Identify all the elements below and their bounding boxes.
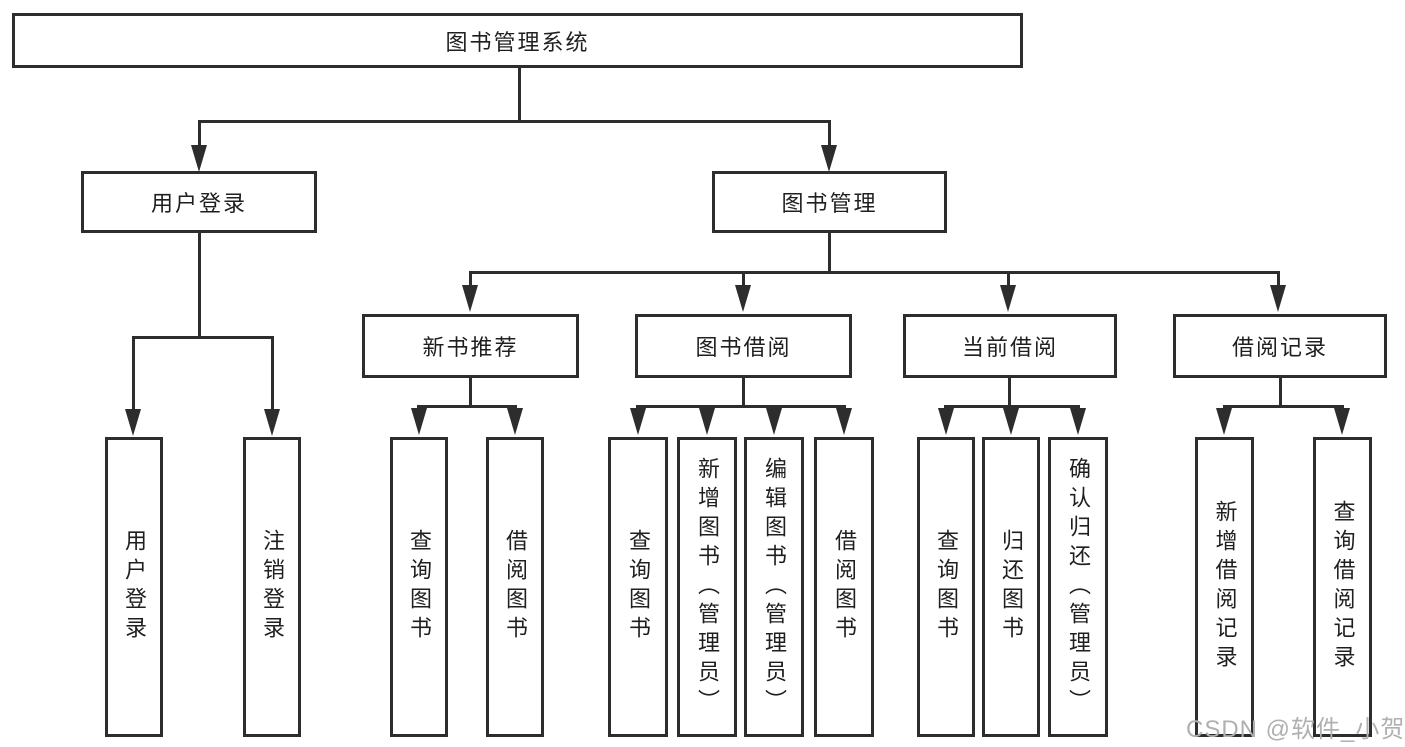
connector-stem-borrow-records (1277, 271, 1280, 285)
leaf-return-book: 归还图书 (982, 437, 1040, 737)
arrow-down-icon (1270, 285, 1286, 312)
node-label: 图书借阅 (695, 335, 792, 360)
leaf-query-books-borrow: 查询图书 (608, 437, 668, 737)
connector-borrow-records-stub (1279, 378, 1282, 407)
connector-current-borrow-hline (944, 405, 1080, 408)
arrow-down-icon (191, 145, 207, 172)
node-new-book-recommend: 新书推荐 (362, 314, 579, 378)
arrow-down-icon (462, 285, 478, 312)
leaf-confirm-return-admin: 确认归还（管理员） (1048, 437, 1108, 737)
arrow-down-icon (411, 408, 427, 435)
leaf-borrow-books-recommend: 借阅图书 (486, 437, 544, 737)
node-label: 借阅图书 (503, 529, 528, 645)
node-label: 图书管理 (781, 191, 878, 216)
arrow-down-icon (630, 408, 646, 435)
arrow-down-icon (125, 409, 141, 436)
connector-book-borrow-stub (742, 378, 745, 407)
node-label: 新增借阅记录 (1212, 500, 1238, 674)
arrow-down-icon (821, 145, 837, 172)
arrow-down-icon (766, 408, 782, 435)
connector-borrow-records-hline (1223, 405, 1344, 408)
node-label: 借阅记录 (1231, 335, 1328, 360)
arrow-down-icon (699, 408, 715, 435)
node-book-borrow: 图书借阅 (635, 314, 852, 378)
leaf-add-borrow-record: 新增借阅记录 (1195, 437, 1254, 737)
node-label: 新增图书（管理员） (695, 456, 720, 718)
leaf-query-books-current: 查询图书 (917, 437, 975, 737)
leaf-user-login: 用户登录 (105, 437, 163, 737)
node-label: 确认归还（管理员） (1066, 456, 1091, 718)
node-book-management: 图书管理 (712, 171, 947, 233)
connector-user-login-vline (198, 233, 201, 339)
leaf-add-book-admin: 新增图书（管理员） (677, 437, 737, 737)
connector-root-vline (518, 68, 521, 120)
arrow-down-icon (1000, 285, 1016, 312)
connector-new-book-stub (469, 378, 472, 407)
arrow-down-icon (1216, 408, 1232, 435)
node-label: 图书管理系统 (445, 29, 590, 55)
leaf-edit-book-admin: 编辑图书（管理员） (744, 437, 804, 737)
node-label: 查询借阅记录 (1330, 500, 1356, 674)
node-label: 注销登录 (260, 529, 285, 645)
connector-stem-leaf-logout (271, 336, 274, 410)
arrow-down-icon (938, 408, 954, 435)
connector-book-management-hline (469, 271, 1280, 274)
connector-stem-book-management (828, 120, 831, 147)
arrow-down-icon (1003, 408, 1019, 435)
node-label: 查询图书 (407, 529, 432, 645)
connector-root-hline (198, 120, 831, 123)
leaf-logout: 注销登录 (243, 437, 301, 737)
node-label: 新书推荐 (422, 335, 519, 360)
leaf-query-books-recommend: 查询图书 (390, 437, 448, 737)
connector-stem-new-book-recommend (469, 271, 472, 285)
arrow-down-icon (507, 408, 523, 435)
node-borrow-records: 借阅记录 (1173, 314, 1387, 378)
connector-stem-user-login (198, 120, 201, 147)
node-current-borrow: 当前借阅 (903, 314, 1117, 378)
arrow-down-icon (1070, 408, 1086, 435)
node-label: 编辑图书（管理员） (762, 456, 787, 718)
arrow-down-icon (1334, 408, 1350, 435)
connector-stem-leaf-user-login (132, 336, 135, 410)
node-label: 查询图书 (934, 529, 959, 645)
arrow-down-icon (735, 285, 751, 312)
node-label: 借阅图书 (832, 529, 857, 645)
arrow-down-icon (264, 409, 280, 436)
node-system-root: 图书管理系统 (12, 13, 1023, 68)
node-user-login: 用户登录 (81, 171, 317, 233)
connector-stem-book-borrow (742, 271, 745, 285)
node-label: 当前借阅 (961, 335, 1058, 360)
connector-current-borrow-stub (1008, 378, 1011, 407)
arrow-down-icon (836, 408, 852, 435)
node-label: 用户登录 (150, 191, 247, 216)
node-label: 归还图书 (999, 529, 1024, 645)
connector-book-management-vline (828, 233, 831, 274)
node-label: 用户登录 (122, 529, 147, 645)
watermark: CSDN @软件_小贺同学 (1186, 716, 1405, 743)
connector-new-book-hline (417, 405, 517, 408)
connector-book-borrow-hline (636, 405, 846, 408)
leaf-query-borrow-record: 查询借阅记录 (1313, 437, 1372, 737)
node-label: 查询图书 (626, 529, 651, 645)
connector-user-login-hline (132, 336, 274, 339)
leaf-borrow-books-2: 借阅图书 (814, 437, 874, 737)
connector-stem-current-borrow (1007, 271, 1010, 285)
